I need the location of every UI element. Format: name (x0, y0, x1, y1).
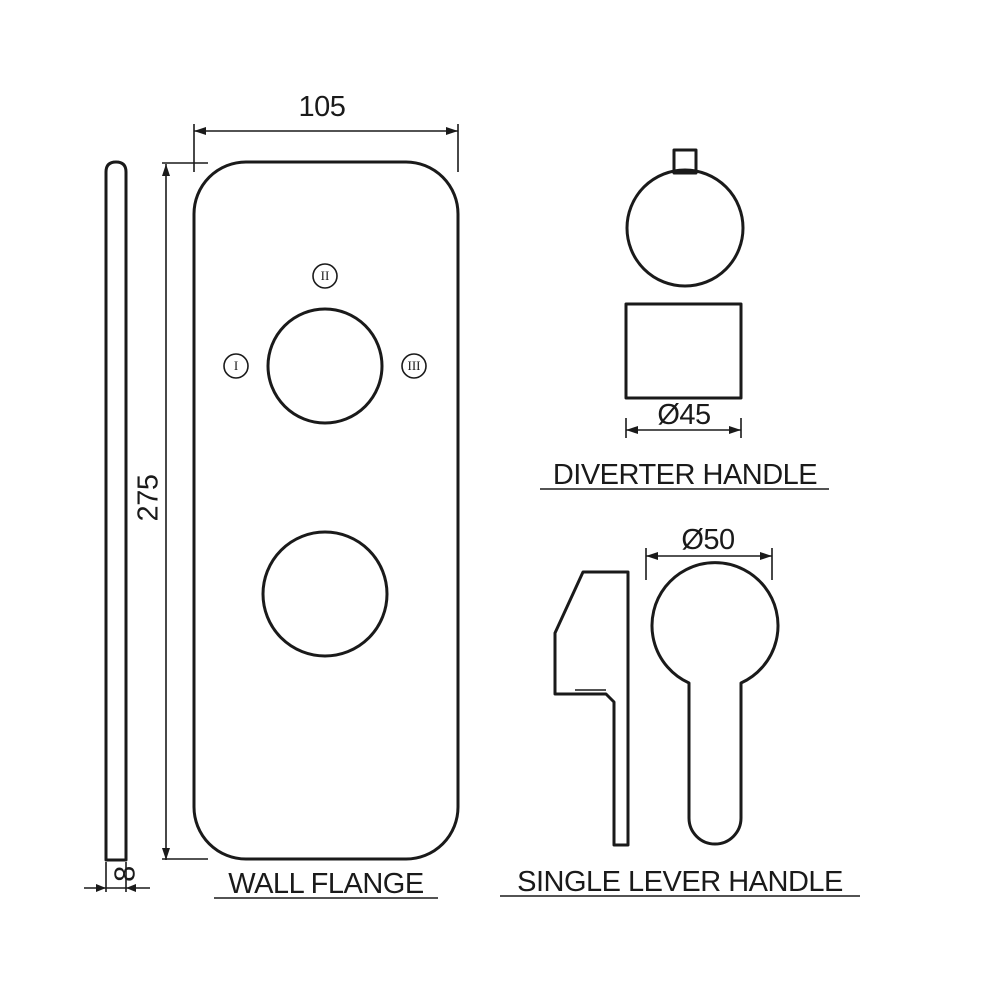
single-lever-handle-title: SINGLE LEVER HANDLE (517, 866, 843, 898)
height-arrow-bottom (162, 848, 170, 860)
diverter-handle: Ø45 (624, 148, 745, 438)
diverter-handle-side (624, 302, 743, 400)
wall-flange-front: I II III (192, 160, 460, 861)
diverter-diameter-label: Ø45 (657, 399, 710, 431)
flange-side-profile: 8 (84, 160, 150, 892)
lever-handle-front (650, 561, 780, 846)
diverter-arrow-right (729, 426, 741, 434)
svg-text:II: II (321, 268, 330, 283)
thickness-arrow-left (96, 884, 106, 892)
flange-width-label: 105 (299, 91, 346, 123)
lever-diameter-label: Ø50 (681, 524, 734, 556)
height-arrow-top (162, 164, 170, 176)
position-marker-3: III (401, 353, 427, 379)
svg-text:III: III (408, 358, 421, 373)
width-arrow-left (194, 127, 206, 135)
flange-height-dimension: 275 (133, 162, 208, 860)
wall-flange-title: WALL FLANGE (228, 868, 424, 900)
flange-width-dimension: 105 (193, 91, 459, 172)
diverter-handle-pin (672, 148, 698, 175)
flange-side-outline (104, 160, 128, 862)
flange-height-label: 275 (133, 475, 165, 522)
single-lever-handle: Ø50 (553, 524, 780, 847)
position-marker-2: II (312, 263, 338, 289)
diverter-handle-title: DIVERTER HANDLE (553, 459, 817, 491)
svg-text:I: I (234, 358, 238, 373)
lever-arrow-right (760, 552, 772, 560)
thickness-arrow-right (126, 884, 136, 892)
mixer-opening (261, 530, 389, 658)
lever-arrow-left (646, 552, 658, 560)
lever-handle-side (553, 570, 630, 847)
flange-thickness-label: 8 (110, 866, 142, 882)
position-marker-1: I (223, 353, 249, 379)
diverter-opening (266, 307, 384, 425)
diverter-arrow-left (626, 426, 638, 434)
width-arrow-right (446, 127, 458, 135)
wall-flange-plate (192, 160, 460, 861)
diverter-handle-front (625, 168, 745, 288)
